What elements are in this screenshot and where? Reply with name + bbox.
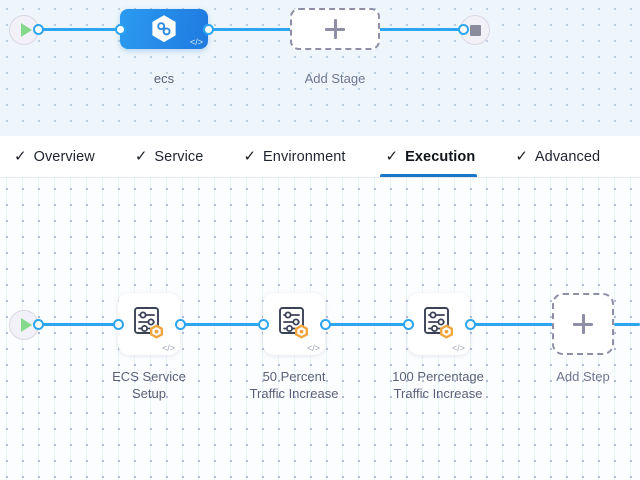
sliders-settings-icon bbox=[424, 306, 453, 339]
step-connector-3 bbox=[325, 323, 411, 326]
step-node-3[interactable]: </> bbox=[408, 293, 470, 355]
play-icon bbox=[20, 23, 32, 37]
stage-connector-3 bbox=[376, 28, 464, 31]
tab-service[interactable]: ✓ Service bbox=[129, 136, 218, 177]
step-connector-5 bbox=[614, 323, 640, 326]
stage-node-ecs[interactable]: </> bbox=[120, 9, 208, 49]
section-tabs: ✓ Overview ✓ Service ✓ Environment ✓ Exe… bbox=[0, 136, 640, 178]
stage-node-outport[interactable] bbox=[203, 24, 214, 35]
plus-icon bbox=[573, 314, 593, 334]
check-icon: ✓ bbox=[243, 148, 257, 165]
tab-label: Advanced bbox=[534, 148, 601, 165]
check-icon: ✓ bbox=[134, 148, 148, 165]
check-icon: ✓ bbox=[14, 148, 27, 165]
tab-overview[interactable]: ✓ Overview bbox=[8, 136, 109, 177]
stage-canvas[interactable]: </> ecs Add Stage bbox=[0, 0, 640, 136]
tab-execution[interactable]: ✓ Execution bbox=[379, 136, 490, 177]
step-3-label-line2: Traffic Increase bbox=[393, 386, 483, 401]
step-2-label: 50 Percent Traffic Increase bbox=[234, 368, 354, 402]
code-icon: </> bbox=[306, 343, 320, 353]
code-icon: </> bbox=[161, 343, 175, 353]
step-3-outport[interactable] bbox=[465, 319, 476, 330]
aws-hexagon-icon bbox=[150, 324, 163, 339]
step-3-inport[interactable] bbox=[403, 319, 414, 330]
stage-connector-2 bbox=[210, 28, 296, 31]
step-1-label-line1: ECS Service bbox=[112, 369, 186, 384]
stage-start-port[interactable] bbox=[33, 24, 44, 35]
hexagon-infinity-icon bbox=[152, 15, 176, 43]
step-connector-1 bbox=[34, 323, 122, 326]
tab-label: Service bbox=[154, 148, 204, 165]
tab-label: Environment bbox=[263, 148, 346, 165]
add-stage-button[interactable] bbox=[290, 8, 380, 50]
step-2-label-line2: Traffic Increase bbox=[249, 386, 339, 401]
sliders-settings-icon bbox=[134, 306, 163, 339]
step-2-outport[interactable] bbox=[320, 319, 331, 330]
aws-hexagon-icon bbox=[440, 324, 453, 339]
code-icon: </> bbox=[189, 37, 203, 47]
check-icon: ✓ bbox=[515, 148, 528, 165]
step-1-inport[interactable] bbox=[113, 319, 124, 330]
plus-icon bbox=[325, 19, 345, 39]
step-connector-2 bbox=[180, 323, 266, 326]
step-start-port[interactable] bbox=[33, 319, 44, 330]
play-icon bbox=[20, 318, 32, 332]
step-node-2[interactable]: </> bbox=[263, 293, 325, 355]
sliders-settings-icon bbox=[279, 306, 308, 339]
stage-connector-1 bbox=[34, 28, 126, 31]
step-2-label-line1: 50 Percent bbox=[262, 369, 326, 384]
step-3-label-line1: 100 Percentage bbox=[392, 369, 484, 384]
add-stage-label: Add Stage bbox=[304, 71, 366, 86]
tab-advanced[interactable]: ✓ Advanced bbox=[509, 136, 614, 177]
tab-label: Execution bbox=[405, 148, 476, 165]
stop-icon bbox=[469, 24, 481, 36]
stage-end-port[interactable] bbox=[458, 24, 469, 35]
step-canvas[interactable]: </> ECS Service Setup bbox=[0, 178, 640, 480]
step-connector-4 bbox=[470, 323, 554, 326]
step-1-outport[interactable] bbox=[175, 319, 186, 330]
add-step-label: Add Step bbox=[556, 369, 610, 384]
step-node-1[interactable]: </> bbox=[118, 293, 180, 355]
step-3-label: 100 Percentage Traffic Increase bbox=[378, 368, 498, 402]
check-icon: ✓ bbox=[385, 148, 399, 165]
step-2-inport[interactable] bbox=[258, 319, 269, 330]
aws-hexagon-icon bbox=[295, 324, 308, 339]
stage-node-label: ecs bbox=[153, 71, 175, 86]
tab-environment[interactable]: ✓ Environment bbox=[237, 136, 359, 177]
code-icon: </> bbox=[451, 343, 465, 353]
step-1-label: ECS Service Setup bbox=[89, 368, 209, 402]
tab-label: Overview bbox=[33, 148, 95, 165]
stage-node-inport[interactable] bbox=[115, 24, 126, 35]
step-1-label-line2: Setup bbox=[132, 386, 166, 401]
add-step-button[interactable] bbox=[552, 293, 614, 355]
